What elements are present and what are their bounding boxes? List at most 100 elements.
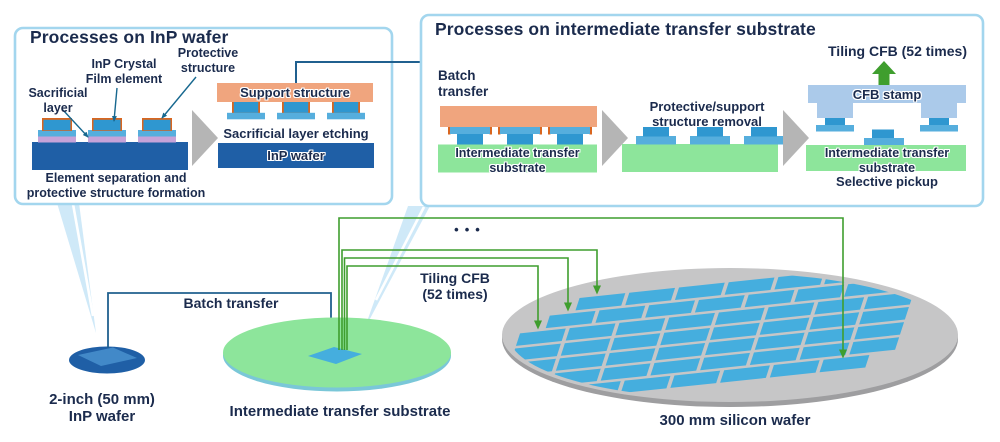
cfb-element	[636, 127, 676, 145]
label-inp-wafer: InP wafer	[267, 148, 325, 163]
cfb-tile	[700, 352, 750, 371]
cfb-tile	[645, 300, 695, 318]
cfb-tile	[814, 297, 865, 315]
cfb-tile	[819, 354, 870, 373]
step-element-separation	[32, 76, 197, 170]
caption-element-separation: Element separation and protective struct…	[26, 171, 206, 200]
cfb-tile	[555, 353, 606, 371]
cfb-tile	[709, 322, 760, 341]
cfb-tile	[511, 343, 561, 361]
cfb-tile	[670, 370, 721, 388]
tiling-up-arrow-icon	[872, 61, 896, 86]
step-batch-transfer	[438, 106, 597, 173]
cfb-element	[38, 118, 76, 143]
cfb-tile	[674, 282, 725, 300]
cfb-tile	[849, 337, 900, 355]
cfb-element	[227, 102, 265, 120]
cfb-tile	[615, 318, 666, 336]
callout-beam-left	[57, 203, 96, 333]
cfb-tile	[864, 291, 914, 310]
cfb-tile	[705, 337, 755, 356]
label-2inch-inp-wafer: 2-inch (50 mm) InP wafer	[49, 391, 155, 426]
cfb-tile	[744, 289, 795, 308]
label-inp-crystal-film-element: InP Crystal Film element	[85, 57, 163, 86]
process-arrow-icon	[783, 110, 809, 166]
protective-structure-pointer-arrow-icon	[161, 76, 197, 119]
cfb-element	[744, 127, 784, 145]
cfb-element	[498, 127, 542, 145]
cfb-tile	[754, 332, 805, 350]
cfb-tile	[749, 347, 800, 366]
cfb-tile	[620, 375, 671, 394]
ellipsis-dots: •••	[454, 222, 486, 237]
label-batch-transfer: Batch transfer	[438, 68, 489, 99]
cfb-element	[88, 118, 126, 143]
process-arrow-icon	[192, 110, 218, 166]
label-tiling-cfb-bottom: Tiling CFB (52 times)	[420, 270, 490, 303]
intermediate-transfer-substrate-disc	[223, 317, 451, 392]
left-box-title: Processes on InP wafer	[30, 27, 229, 47]
cfb-tile	[605, 348, 656, 366]
cfb-element	[690, 127, 730, 145]
cfb-element	[327, 102, 365, 120]
cfb-tile	[804, 327, 855, 345]
cfb-tile	[521, 386, 572, 399]
step-selective-pickup	[806, 61, 966, 171]
cfb-element	[864, 129, 904, 145]
cfb-tile	[769, 360, 820, 378]
sacrificial-layer-pointer-arrow-icon	[62, 109, 89, 138]
callout-beam-right	[364, 206, 430, 330]
label-cfb-stamp: CFB stamp	[852, 87, 922, 102]
label-300mm-silicon-wafer: 300 mm silicon wafer	[659, 412, 811, 429]
caption-selective-pickup: Selective pickup	[836, 174, 938, 189]
cfb-element	[138, 118, 176, 143]
cfb-element	[448, 127, 492, 145]
cfb-tile	[714, 307, 765, 325]
caption-structure-removal: Protective/support structure removal	[649, 99, 765, 130]
label-support-structure: Support structure	[240, 85, 350, 100]
step-structure-removal	[622, 127, 784, 172]
cfb-tile	[764, 302, 815, 320]
cfb-element	[277, 102, 315, 120]
cfb-tile	[560, 338, 611, 356]
label-intermediate-substrate-2: Intermediate transfer substrate	[824, 146, 950, 175]
caption-tiling-cfb: Tiling CFB (52 times)	[828, 43, 967, 59]
cfb-tile	[794, 284, 845, 303]
cfb-tile	[859, 307, 909, 325]
label-protective-structure: Protective structure	[177, 46, 239, 75]
step-sacrificial-etching	[217, 83, 374, 168]
right-box-title: Processes on intermediate transfer subst…	[435, 19, 816, 39]
label-intermediate-substrate-bottom: Intermediate transfer substrate	[229, 403, 451, 420]
caption-sacrificial-etching: Sacrificial layer etching	[223, 126, 369, 141]
cfb-tile	[759, 317, 810, 335]
cfb-tile	[595, 305, 646, 323]
cfb-tile	[565, 323, 616, 341]
cfb-tile	[660, 327, 711, 346]
cfb-tile	[650, 358, 701, 376]
cfb-tile	[854, 322, 905, 340]
cfb-tile	[575, 293, 626, 311]
cfb-tile	[799, 342, 850, 360]
cfb-tile	[625, 287, 676, 306]
transferred-film-square	[308, 347, 362, 364]
cfb-element	[816, 118, 854, 132]
cfb-tile	[665, 312, 715, 331]
process-arrow-icon	[602, 110, 628, 166]
cfb-tile	[545, 310, 596, 329]
cfb-tile	[655, 343, 706, 361]
cfb-tile	[720, 365, 770, 383]
cfb-tile	[610, 333, 661, 351]
cfb-element	[548, 127, 592, 145]
silicon-wafer-300mm	[502, 268, 958, 407]
label-batch-transfer-bottom: Batch transfer	[183, 295, 279, 311]
cfb-tile	[809, 312, 860, 330]
cfb-tile	[724, 277, 775, 295]
cfb-tile	[600, 363, 651, 381]
label-intermediate-substrate-1: Intermediate transfer substrate	[455, 146, 580, 175]
tiling-path-arrows	[338, 217, 847, 359]
inp-wafer-2inch	[69, 346, 145, 374]
cfb-tile	[694, 295, 745, 313]
film-element-pointer-arrow-icon	[111, 87, 118, 122]
